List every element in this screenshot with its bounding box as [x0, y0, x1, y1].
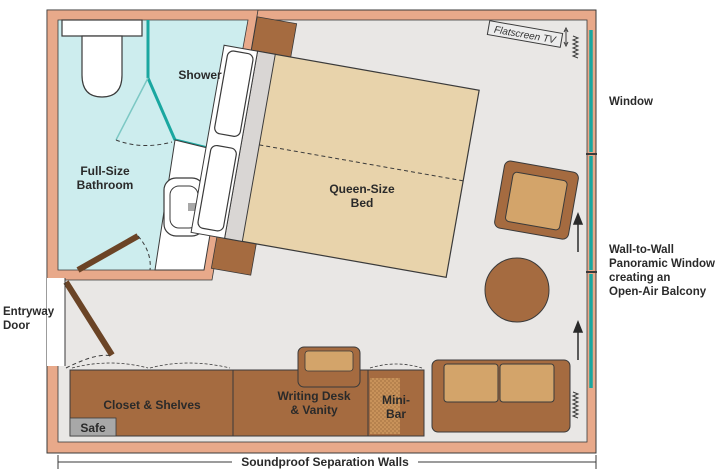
closet-label: Closet & Shelves — [103, 398, 201, 412]
queen-bed — [190, 44, 480, 279]
dimension-line — [57, 455, 597, 469]
toilet — [61, 19, 143, 98]
minibar-label-1: Mini- — [382, 393, 410, 407]
safe — [69, 417, 117, 437]
armchair — [494, 160, 579, 240]
desk-label-2: & Vanity — [290, 403, 338, 417]
bed-label-2: Bed — [351, 196, 374, 210]
shower-label: Shower — [178, 68, 222, 82]
balcony-arrows — [572, 211, 584, 360]
safe-label: Safe — [80, 421, 106, 435]
balcony-label-1: Wall-to-Wall — [609, 244, 674, 256]
heater-bottom — [571, 391, 580, 419]
entry-label-2: Door — [3, 320, 30, 332]
flatscreen-tv — [486, 20, 580, 59]
mini-bar — [367, 363, 425, 437]
entry-door — [47, 278, 115, 369]
bathroom-label-1: Full-Size — [80, 164, 130, 178]
balcony-label-3: creating an — [609, 272, 670, 284]
windows — [586, 30, 597, 388]
entry-label-1: Entryway — [3, 306, 55, 318]
sofa — [431, 359, 571, 433]
bathroom-label-2: Bathroom — [77, 178, 134, 192]
minibar-label-2: Bar — [386, 407, 406, 421]
walls-label: Soundproof Separation Walls — [241, 455, 409, 469]
balcony-label-2: Panoramic Window — [609, 258, 715, 270]
bed-label-1: Queen-Size — [329, 182, 395, 196]
writing-desk — [232, 346, 369, 437]
window-label: Window — [609, 96, 653, 108]
round-table — [484, 257, 550, 323]
bathroom-door — [76, 233, 151, 273]
desk-label-1: Writing Desk — [277, 389, 350, 403]
balcony-label-4: Open-Air Balcony — [609, 286, 707, 298]
